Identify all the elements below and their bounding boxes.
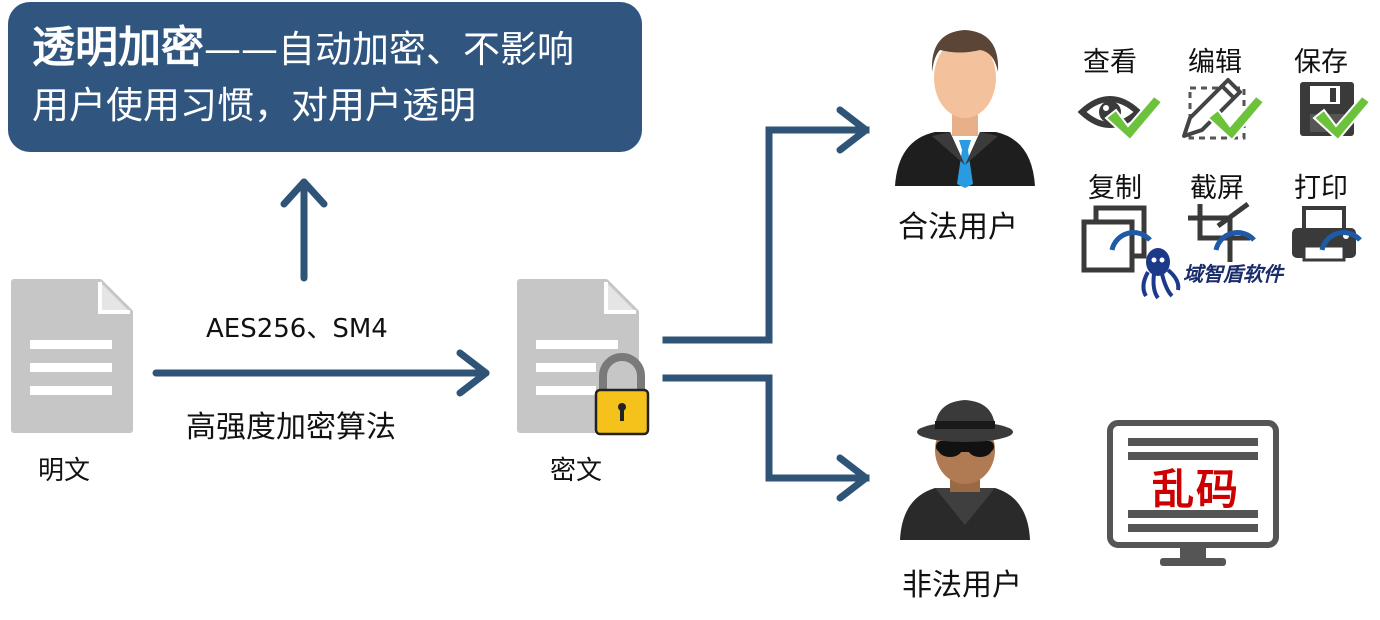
garbled-text: 乱码 (1151, 465, 1240, 514)
legal-user-label: 合法用户 (898, 210, 1018, 245)
monitor-icon (1107, 420, 1279, 566)
permission-screenshot-label: 截屏 (1190, 173, 1244, 204)
branch-arrows (662, 106, 870, 502)
up-arrow (280, 178, 328, 282)
encrypt-arrow (152, 349, 490, 397)
blocked-marks (1109, 230, 1362, 251)
ciphertext-label: 密文 (550, 456, 603, 486)
floppy-icon (1300, 82, 1371, 141)
banner-subtitle: ——自动加密、不影响 (204, 28, 574, 71)
pencil-icon (1182, 78, 1265, 141)
permission-print-label: 打印 (1294, 173, 1348, 204)
octopus-logo-icon (1141, 248, 1181, 300)
permission-edit-label: 编辑 (1188, 47, 1242, 78)
algorithm-desc-label: 高强度加密算法 (186, 410, 396, 445)
algorithm-name-label: AES256、SM4 (206, 314, 388, 344)
eye-icon (1077, 95, 1163, 141)
screenshot-icon (1188, 201, 1250, 262)
legal-user-businessman-icon (895, 30, 1035, 188)
copy-icon (1081, 205, 1147, 273)
transparent-encryption-banner: 透明加密——自动加密、不影响 用户使用习惯，对用户透明 (8, 2, 642, 152)
permission-view-label: 查看 (1083, 47, 1137, 78)
permission-copy-label: 复制 (1088, 173, 1142, 204)
lock-icon (594, 353, 650, 436)
plaintext-document-icon (11, 279, 133, 433)
brand-logo-text: 域智盾软件 (1183, 262, 1283, 286)
permission-save-label: 保存 (1294, 47, 1348, 78)
banner-line1: 透明加密——自动加密、不影响 (32, 20, 620, 78)
plaintext-label: 明文 (38, 456, 91, 486)
banner-line2: 用户使用习惯，对用户透明 (32, 84, 476, 127)
illegal-user-label: 非法用户 (902, 568, 1022, 603)
illegal-user-spy-icon (900, 400, 1030, 540)
banner-title: 透明加密 (32, 23, 204, 73)
